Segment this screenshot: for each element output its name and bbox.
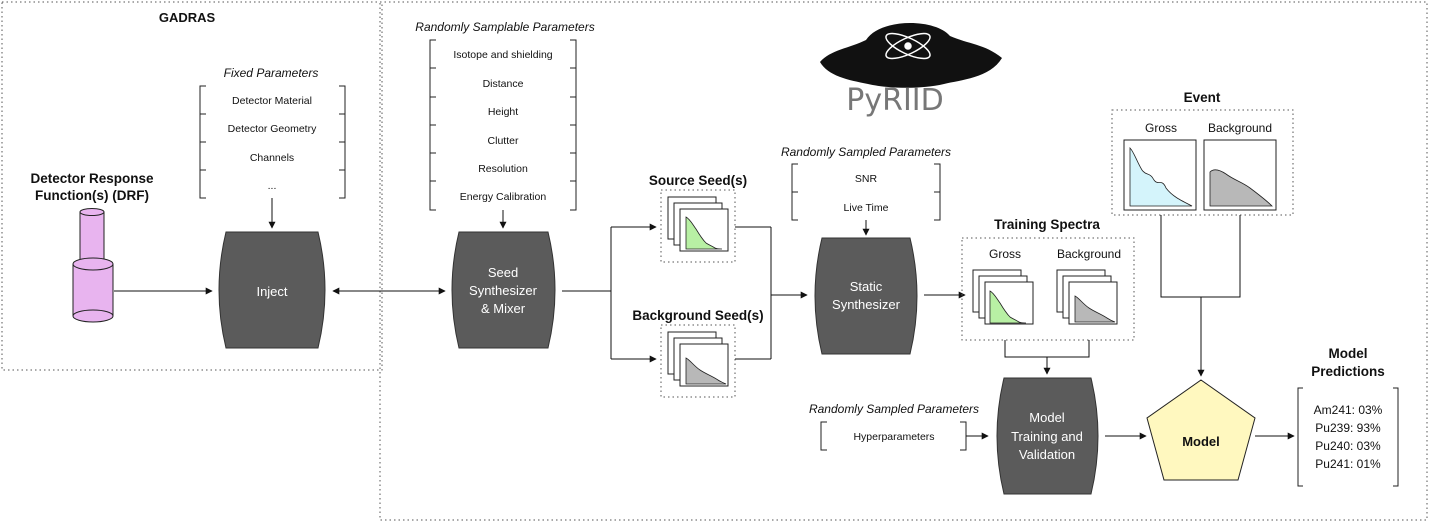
samplable-params-label: Randomly Samplable Parameters	[415, 20, 594, 34]
background-seeds-frame	[660, 324, 736, 398]
background-seed-stack	[667, 331, 729, 387]
seed-split-connector	[562, 227, 612, 359]
model-training-process	[996, 377, 1099, 495]
fixed-param-item: Detector Geometry	[228, 123, 317, 135]
model-training-line2: Training and	[1011, 429, 1083, 444]
fixed-params-list	[199, 85, 346, 199]
source-seeds-title: Source Seed(s)	[649, 173, 747, 188]
training-background-stack	[1056, 269, 1118, 325]
gadras-region	[1, 1, 383, 371]
fixed-params-label: Fixed Parameters	[224, 66, 319, 80]
training-gross-label: Gross	[989, 247, 1021, 261]
seed-synthesizer-process	[451, 231, 556, 349]
prediction-item: Am241: 03%	[1314, 403, 1383, 417]
static-synth-line1: Static	[850, 279, 883, 294]
drf-label-line1: Detector Response	[30, 171, 154, 186]
static-params-list	[791, 163, 941, 221]
training-spectra-frame	[961, 237, 1135, 341]
seed-synth-line2: Synthesizer	[469, 283, 538, 298]
predictions-title-line1: Model	[1329, 346, 1368, 361]
inject-label: Inject	[256, 284, 287, 299]
pyriid-region	[379, 1, 1428, 521]
background-seeds-title: Background Seed(s)	[632, 308, 763, 323]
fixed-param-item: ...	[268, 180, 277, 192]
model-label: Model	[1182, 434, 1220, 449]
hyper-params-label: Randomly Sampled Parameters	[809, 402, 979, 416]
fixed-param-item: Channels	[250, 152, 294, 164]
model-training-line3: Validation	[1019, 447, 1075, 462]
seed-synth-line1: Seed	[488, 265, 518, 280]
atom-icon	[885, 32, 931, 60]
training-spectra-title: Training Spectra	[994, 217, 1100, 232]
source-seeds-frame	[660, 189, 736, 263]
samplable-param-item: Height	[488, 106, 518, 118]
prediction-item: Pu240: 03%	[1315, 439, 1381, 453]
gadras-title: GADRAS	[159, 10, 216, 25]
model-node	[1146, 379, 1256, 481]
predictions-title-line2: Predictions	[1311, 364, 1385, 379]
training-background-label: Background	[1057, 247, 1121, 261]
training-merge-connector	[1004, 340, 1090, 358]
event-background-spectrum	[1203, 139, 1277, 211]
event-gross-spectrum	[1123, 139, 1197, 211]
event-background-label: Background	[1208, 121, 1272, 135]
samplable-param-item: Resolution	[478, 163, 528, 175]
static-param-item: SNR	[855, 173, 878, 185]
model-training-line1: Model	[1029, 410, 1065, 425]
predictions-bracket	[1297, 387, 1399, 487]
prediction-item: Pu241: 01%	[1315, 457, 1381, 471]
pyriid-logo: PyRIID	[820, 22, 1002, 118]
static-param-item: Live Time	[844, 202, 889, 214]
training-gross-stack	[972, 269, 1034, 325]
inject-process	[218, 231, 326, 349]
drf-label-line2: Function(s) (DRF)	[35, 188, 149, 203]
seed-synth-line3: & Mixer	[481, 301, 526, 316]
detector-icon	[72, 208, 114, 323]
static-synth-line2: Synthesizer	[832, 297, 901, 312]
samplable-param-item: Energy Calibration	[460, 191, 547, 203]
samplable-param-item: Distance	[483, 78, 524, 90]
event-gross-label: Gross	[1145, 121, 1177, 135]
static-synthesizer-process	[814, 237, 918, 355]
fixed-param-item: Detector Material	[232, 95, 312, 107]
samplable-param-item: Clutter	[488, 135, 519, 147]
samplable-param-item: Isotope and shielding	[453, 49, 552, 61]
static-params-label: Randomly Sampled Parameters	[781, 145, 951, 159]
source-seed-stack	[667, 196, 729, 252]
hyper-param-item: Hyperparameters	[853, 431, 934, 443]
event-merge-connector	[1160, 215, 1241, 298]
samplable-params-list	[429, 39, 577, 211]
event-frame	[1111, 109, 1294, 216]
prediction-item: Pu239: 93%	[1315, 421, 1381, 435]
event-title: Event	[1184, 90, 1221, 105]
logo-text: PyRIID	[846, 83, 944, 118]
